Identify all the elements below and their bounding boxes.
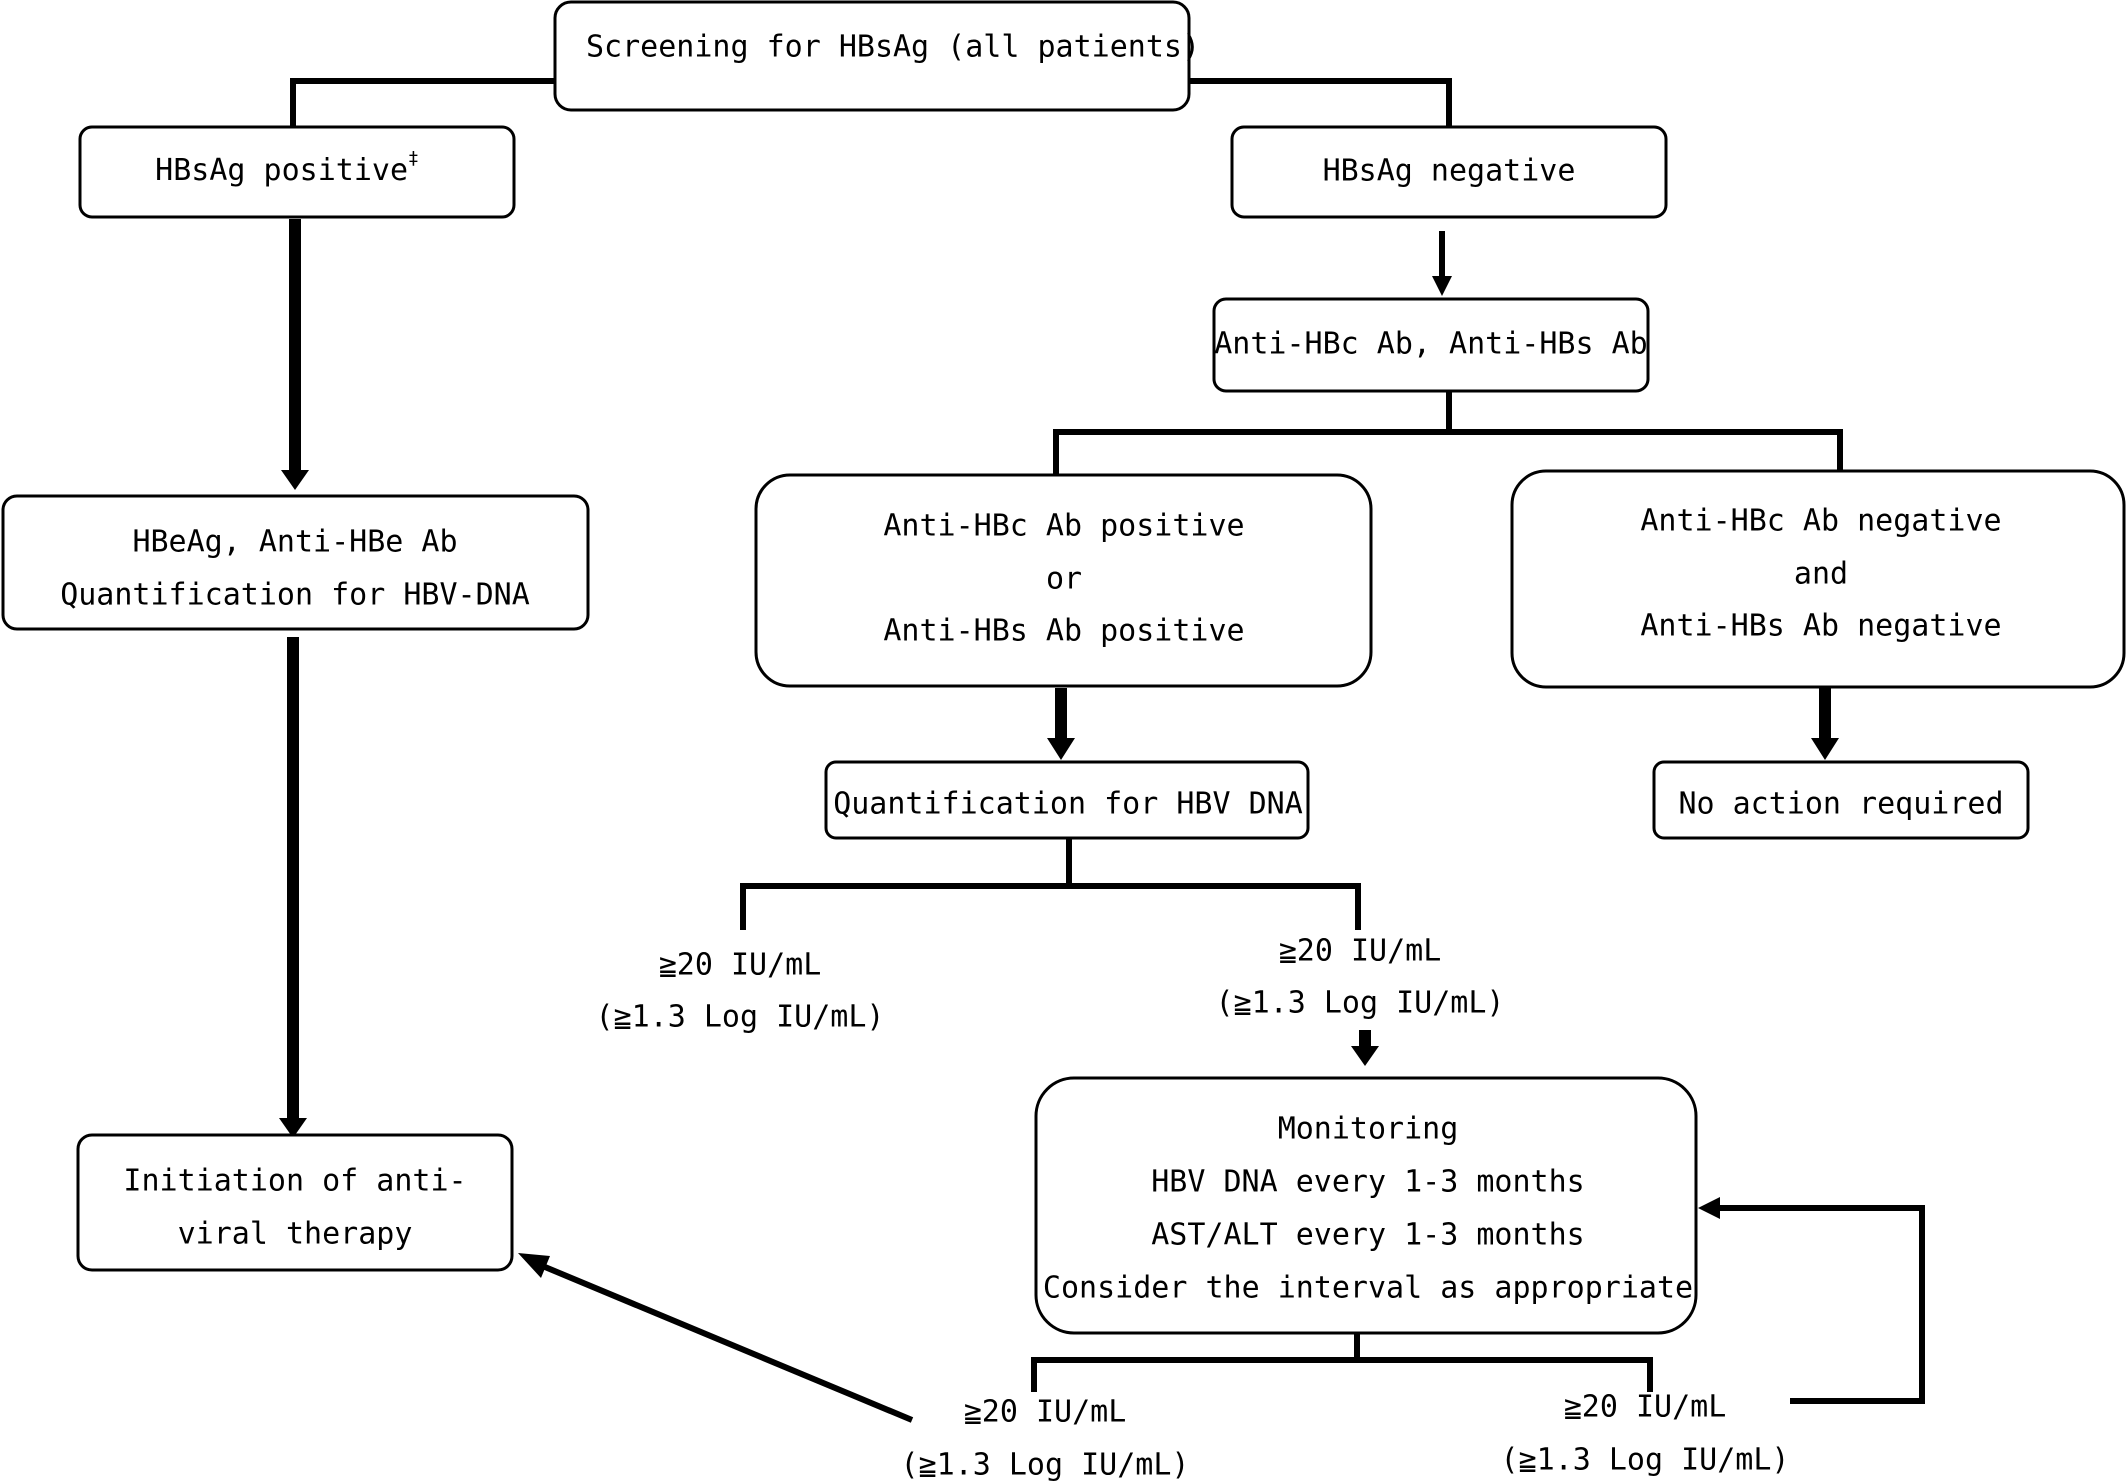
node-hbsag-negative: HBsAg negative [1230, 125, 1668, 219]
node-anti-negative-line-1: Anti-HBc Ab negative [1640, 504, 2001, 539]
label-monitor-right-line-2: (≧1.3 Log IU/mL) [1501, 1443, 1790, 1478]
connector-monitoring-branch [1031, 1333, 1653, 1392]
arrow-negative-to-antibody [1432, 231, 1452, 296]
node-antibody-test: Anti-HBc Ab, Anti-HBs Ab [1212, 297, 1650, 393]
label-monitor-left-line-2: (≧1.3 Log IU/mL) [901, 1448, 1190, 1483]
node-anti-positive: Anti-HBc Ab positive or Anti-HBs Ab posi… [754, 473, 1373, 688]
node-no-action: No action required [1652, 760, 2030, 840]
svg-text:HBsAg positive‡: HBsAg positive‡ [155, 148, 419, 188]
arrow-monitorleft-to-initiation [518, 1253, 914, 1423]
node-monitoring-line-4: Consider the interval as appropriate [1043, 1271, 1693, 1306]
node-screening-text: Screening for HBsAg (all patients) [586, 30, 1200, 65]
node-hbsag-positive-text: HBsAg positive [155, 153, 408, 188]
node-quant-dna-text: Quantification for HBV DNA [833, 787, 1303, 822]
node-initiation: Initiation of anti- viral therapy [76, 1133, 514, 1272]
node-anti-negative-line-2: and [1794, 557, 1848, 592]
arrow-antinegative-to-noaction [1811, 688, 1839, 760]
label-quant-right-line-1: ≧20 IU/mL [1279, 934, 1442, 969]
label-quant-left-line-1: ≧20 IU/mL [659, 948, 822, 983]
label-quant-right: ≧20 IU/mL (≧1.3 Log IU/mL) [1216, 934, 1505, 1021]
label-quant-left: ≧20 IU/mL (≧1.3 Log IU/mL) [596, 948, 885, 1035]
arrow-hbeag-to-initiation [279, 637, 307, 1138]
node-monitoring-line-3: AST/ALT every 1-3 months [1151, 1218, 1584, 1253]
node-initiation-line-2: viral therapy [178, 1217, 413, 1252]
node-no-action-text: No action required [1678, 787, 2003, 822]
node-anti-positive-line-2: or [1046, 562, 1082, 597]
arrow-quantright-to-monitoring [1351, 1030, 1379, 1066]
node-monitoring-line-1: Monitoring [1278, 1112, 1459, 1147]
label-quant-left-line-2: (≧1.3 Log IU/mL) [596, 1000, 885, 1035]
label-monitor-right-line-1: ≧20 IU/mL [1564, 1390, 1727, 1425]
arrow-monitorright-loop [1698, 1197, 1925, 1404]
arrows [279, 219, 1925, 1423]
label-monitor-left: ≧20 IU/mL (≧1.3 Log IU/mL) [901, 1395, 1190, 1483]
node-anti-positive-line-3: Anti-HBs Ab positive [883, 614, 1244, 649]
label-monitor-left-line-1: ≧20 IU/mL [964, 1395, 1127, 1430]
label-quant-right-line-2: (≧1.3 Log IU/mL) [1216, 986, 1505, 1021]
node-hbsag-positive: HBsAg positive‡ [78, 125, 516, 219]
label-monitor-right: ≧20 IU/mL (≧1.3 Log IU/mL) [1501, 1390, 1790, 1478]
node-hbsag-negative-text: HBsAg negative [1323, 154, 1576, 189]
node-hbeag: HBeAg, Anti-HBe Ab Quantification for HB… [1, 494, 590, 631]
node-monitoring: Monitoring HBV DNA every 1-3 months AST/… [1034, 1076, 1698, 1335]
node-screening: Screening for HBsAg (all patients) [553, 0, 1200, 112]
node-initiation-line-1: Initiation of anti- [123, 1164, 466, 1199]
node-monitoring-line-2: HBV DNA every 1-3 months [1151, 1165, 1584, 1200]
node-hbeag-line-1: HBeAg, Anti-HBe Ab [132, 525, 457, 560]
node-antibody-test-text: Anti-HBc Ab, Anti-HBs Ab [1214, 327, 1647, 362]
node-hbeag-line-2: Quantification for HBV-DNA [60, 578, 530, 613]
node-anti-positive-line-1: Anti-HBc Ab positive [883, 509, 1244, 544]
node-quant-dna: Quantification for HBV DNA [824, 760, 1310, 840]
node-anti-negative: Anti-HBc Ab negative and Anti-HBs Ab neg… [1510, 469, 2126, 689]
connector-antibody-branch [1053, 392, 1843, 475]
node-anti-negative-line-3: Anti-HBs Ab negative [1640, 609, 2001, 644]
arrow-antipositive-to-quant [1047, 688, 1075, 760]
connector-quant-branch [740, 838, 1361, 930]
arrow-positive-to-hbeag [281, 219, 309, 490]
node-hbsag-positive-sup: ‡ [408, 148, 419, 169]
